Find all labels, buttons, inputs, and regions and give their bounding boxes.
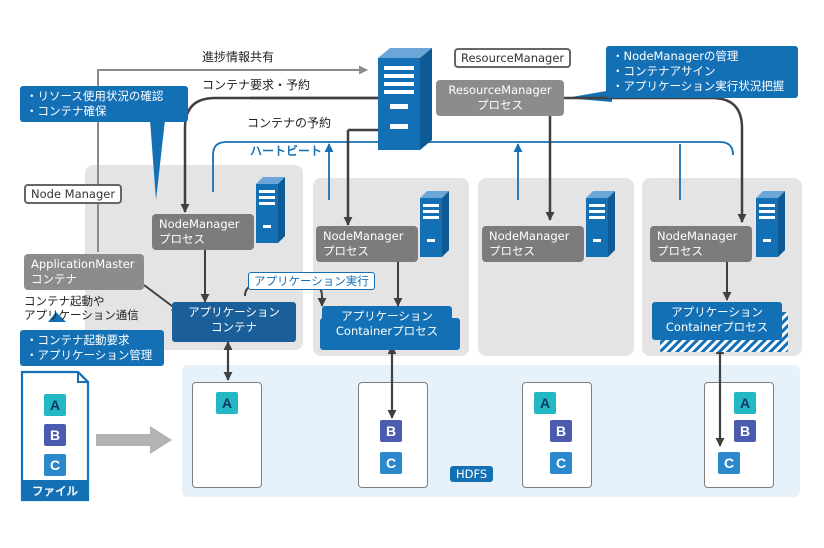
container-process-4: アプリケーション Containerプロセス [652, 302, 782, 340]
callout-resource-check: ・リソース使用状況の確認 ・コンテナ確保 [20, 86, 188, 123]
reserve-arrow-node4 [562, 96, 747, 223]
callout-nm-management: ・NodeManagerの管理 ・コンテナアサイン ・アプリケーション実行状況把… [606, 46, 798, 98]
callout-tail-left-top [150, 120, 165, 200]
node-manager-process-3: NodeManager プロセス [482, 226, 584, 262]
file-block-a: A [44, 394, 66, 416]
hdfs-block-a-disk1: A [216, 392, 238, 414]
progress-share-label: 進捗情報共有 [202, 50, 275, 64]
heartbeat-line-node1 [212, 141, 734, 192]
heartbeat-label: ハートビート [250, 144, 323, 158]
file-to-hdfs-arrow [96, 426, 172, 454]
node-manager-process-2: NodeManager プロセス [316, 226, 418, 262]
resource-manager-process: ResourceManager プロセス [436, 80, 564, 116]
server-icon-node2 [420, 191, 449, 257]
hdfs-block-c-disk2: C [380, 452, 402, 474]
server-icon-node1 [256, 177, 285, 243]
callout-tail-left-bottom [48, 312, 66, 322]
hdfs-block-a-disk4: A [734, 392, 756, 414]
callout-container-start: ・コンテナ起動要求 ・アプリケーション管理 [20, 330, 164, 367]
hdfs-block-b-disk4: B [734, 420, 756, 442]
hdfs-label: HDFS [450, 466, 494, 483]
file-block-b: B [44, 424, 66, 446]
container-request-label: コンテナ要求・予約 [202, 78, 311, 92]
application-container-1: アプリケーション コンテナ [172, 302, 296, 342]
container-reservation-arrow-1 [180, 96, 405, 213]
hdfs-block-b-disk2: B [380, 420, 402, 442]
hdfs-block-c-disk3: C [550, 452, 572, 474]
node-manager-chip: Node Manager [24, 184, 123, 205]
server-icon-rm [378, 48, 432, 150]
file-block-c: C [44, 454, 66, 476]
app-execution-label: アプリケーション実行 [248, 272, 375, 291]
hdfs-block-a-disk3: A [534, 392, 556, 414]
container-reservation-label: コンテナの予約 [247, 116, 332, 130]
node-manager-process-4: NodeManager プロセス [650, 226, 752, 262]
server-icon-node4 [756, 191, 785, 257]
file-label: ファイル [32, 484, 78, 498]
container-process-2: アプリケーション Containerプロセス [322, 306, 452, 344]
node-manager-process-1: NodeManager プロセス [152, 214, 254, 250]
hdfs-block-c-disk4: C [718, 452, 740, 474]
container-start-label: コンテナ起動や アプリケーション通信 [24, 294, 139, 323]
server-icon-node3 [586, 191, 615, 257]
resource-manager-chip: ResourceManager [454, 48, 572, 69]
hdfs-block-b-disk3: B [550, 420, 572, 442]
application-master-container: ApplicationMaster コンテナ [24, 254, 144, 290]
